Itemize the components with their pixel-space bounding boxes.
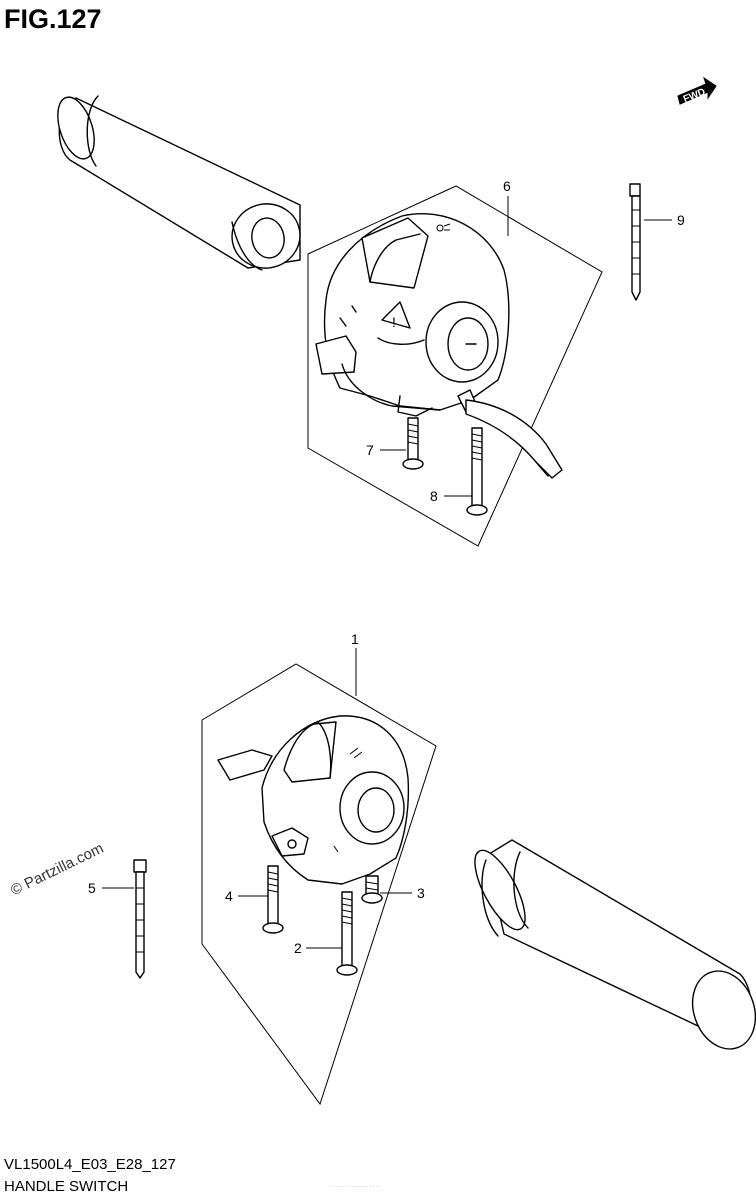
callout-2: 2 (294, 940, 302, 956)
screw-2 (336, 891, 358, 976)
cable-tie-9 (629, 183, 641, 301)
assembly-frame-lower (201, 663, 437, 1106)
right-handle-switch: ! (315, 213, 563, 479)
svg-text:FWD: FWD (682, 87, 707, 106)
callout-4: 4 (225, 888, 233, 904)
cable-tie-5 (133, 859, 147, 979)
assembly-frame-upper (307, 185, 603, 547)
left-grip (57, 95, 301, 271)
callout-9: 9 (677, 212, 685, 228)
callout-1: 1 (351, 631, 359, 647)
callout-7: 7 (366, 442, 374, 458)
screw-7 (402, 417, 424, 470)
diagram-code: VL1500L4_E03_E28_127 (4, 1156, 176, 1173)
callout-6: 6 (503, 178, 511, 194)
callout-5: 5 (88, 880, 96, 896)
figure-title: FIG.127 (4, 4, 102, 34)
screw-8 (466, 427, 488, 516)
footer-tiny-text: · · · · · · · · · · · · · · · · · (330, 1184, 381, 1190)
headlight-icon (436, 223, 451, 232)
svg-text:!: ! (392, 314, 396, 330)
left-handle-switch (217, 715, 410, 885)
screw-4 (262, 865, 284, 934)
callout-8: 8 (430, 488, 438, 504)
screw-3 (361, 875, 383, 904)
hazard-icon (381, 301, 411, 329)
fwd-arrow-icon: FWD (677, 76, 717, 106)
callout-3: 3 (417, 885, 425, 901)
right-grip (474, 839, 756, 1050)
diagram-name: HANDLE SWITCH (4, 1178, 129, 1195)
